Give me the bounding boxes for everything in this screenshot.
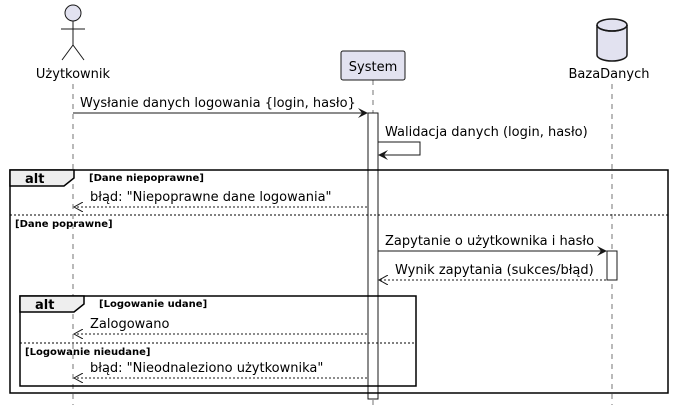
message-label-7: błąd: "Nieodnaleziono użytkownika" [90,361,323,376]
activation-system [367,112,379,400]
message-label-4: Zapytanie o użytkownika i hasło [385,234,594,249]
participant-system-label: System [349,60,397,75]
actor-leg-left [61,44,74,61]
database-rim [596,24,628,32]
alt-guard-outer-1: [Dane niepoprawne] [89,173,204,184]
alt-fragment-inner: alt [Logowanie udane] [Logowanie nieudan… [19,295,417,387]
message-label-3: błąd: "Niepoprawne dane logowania" [90,190,332,205]
message-label-5: Wynik zapytania (sukces/błąd) [395,263,594,278]
message-label-2: Walidacja danych (login, hasło) [385,125,588,140]
alt-keyword-outer: alt [25,172,44,187]
alt-guard-outer-2: [Dane poprawne] [15,219,113,230]
actor-user: Użytkownik [36,4,111,82]
alt-fragment-outer: alt [Dane niepoprawne] [Dane poprawne] [9,169,669,394]
database-cylinder [596,25,628,62]
message-arrow-2 [378,141,421,160]
participant-db-label: BazaDanych [569,67,650,82]
alt-frame-inner [19,295,417,387]
alt-tab-inner [19,295,85,313]
alt-frame-outer [9,169,669,394]
database-icon: BazaDanych [569,18,650,82]
actor-head [64,4,82,22]
alt-guard-inner-2: [Logowanie nieudane] [25,347,150,358]
alt-keyword-inner: alt [35,298,54,313]
activation-db [606,250,618,281]
actor-leg-right [72,44,85,61]
alt-guard-inner-1: [Logowanie udane] [99,299,207,310]
alt-tab-outer [9,169,75,187]
participant-system-box [340,50,406,81]
participant-user-label: Użytkownik [36,67,111,82]
message-label-1: Wysłanie danych logowania {login, hasło} [80,96,356,111]
message-label-6: Zalogowano [90,317,169,332]
participant-system: System [340,50,406,81]
